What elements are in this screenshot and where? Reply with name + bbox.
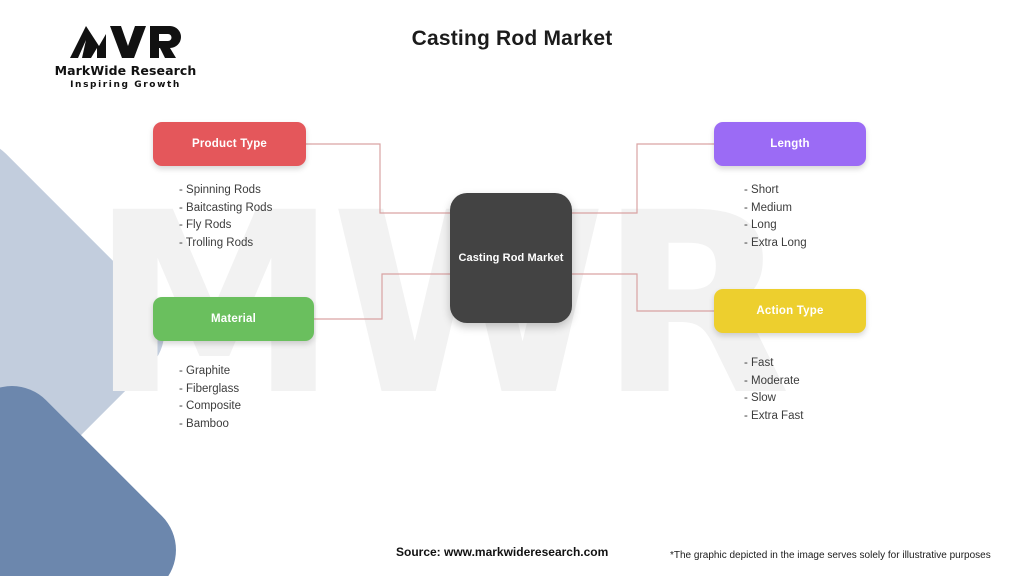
center-node-label: Casting Rod Market — [458, 252, 564, 264]
mwr-logo-icon — [18, 22, 233, 62]
list-item: - Short — [744, 184, 779, 196]
connector-product-to-center — [306, 143, 450, 214]
branch-label-action-type: Action Type — [756, 305, 824, 317]
brand-name: MarkWide Research — [54, 63, 197, 78]
list-item: - Composite — [179, 400, 241, 412]
list-item: - Fly Rods — [179, 219, 232, 231]
list-item: - Spinning Rods — [179, 184, 261, 196]
connector-material-to-center — [314, 273, 450, 320]
list-item: - Extra Fast — [744, 409, 804, 422]
brand-tagline: Inspiring Growth — [70, 80, 181, 90]
list-item: - Bamboo — [179, 417, 229, 430]
list-item: - Extra Long — [744, 236, 807, 249]
list-item: - Fast — [744, 357, 774, 369]
branch-label-length: Length — [770, 138, 810, 150]
list-item: - Graphite — [179, 365, 231, 377]
branch-items-length: - Short - Medium - Long - Extra Long — [714, 182, 866, 252]
branch-items-product-type: - Spinning Rods - Baitcasting Rods - Fly… — [153, 182, 306, 252]
branch-material: Material - Graphite - Fiberglass - Compo… — [153, 297, 314, 433]
footer-disclaimer: *The graphic depicted in the image serve… — [670, 550, 991, 561]
footer-source: Source: www.markwideresearch.com — [396, 545, 609, 559]
branch-length: Length - Short - Medium - Long - Extra L… — [714, 122, 866, 252]
branch-header-action-type[interactable]: Action Type — [714, 289, 866, 333]
brand-logo: MarkWide Research Inspiring Growth — [18, 22, 233, 90]
branch-items-material: - Graphite - Fiberglass - Composite - Ba… — [153, 363, 314, 433]
page-title: Casting Rod Market — [411, 27, 613, 50]
connector-center-to-action — [572, 273, 714, 312]
list-item: - Trolling Rods — [179, 236, 254, 249]
branch-items-action-type: - Fast - Moderate - Slow - Extra Fast — [714, 355, 866, 425]
list-item: - Long — [744, 219, 777, 231]
list-item: - Slow — [744, 392, 776, 404]
branch-header-length[interactable]: Length — [714, 122, 866, 166]
branch-header-material[interactable]: Material — [153, 297, 314, 341]
branch-header-product-type[interactable]: Product Type — [153, 122, 306, 166]
branch-label-material: Material — [210, 313, 257, 325]
branch-label-product-type: Product Type — [191, 138, 268, 150]
connector-center-to-length — [572, 143, 714, 214]
branch-product-type: Product Type - Spinning Rods - Baitcasti… — [153, 122, 306, 252]
center-node[interactable]: Casting Rod Market — [450, 193, 572, 323]
list-item: - Baitcasting Rods — [179, 201, 273, 214]
list-item: - Fiberglass — [179, 382, 240, 395]
list-item: - Moderate — [744, 374, 800, 387]
branch-action-type: Action Type - Fast - Moderate - Slow - E… — [714, 289, 866, 425]
list-item: - Medium — [744, 201, 792, 214]
